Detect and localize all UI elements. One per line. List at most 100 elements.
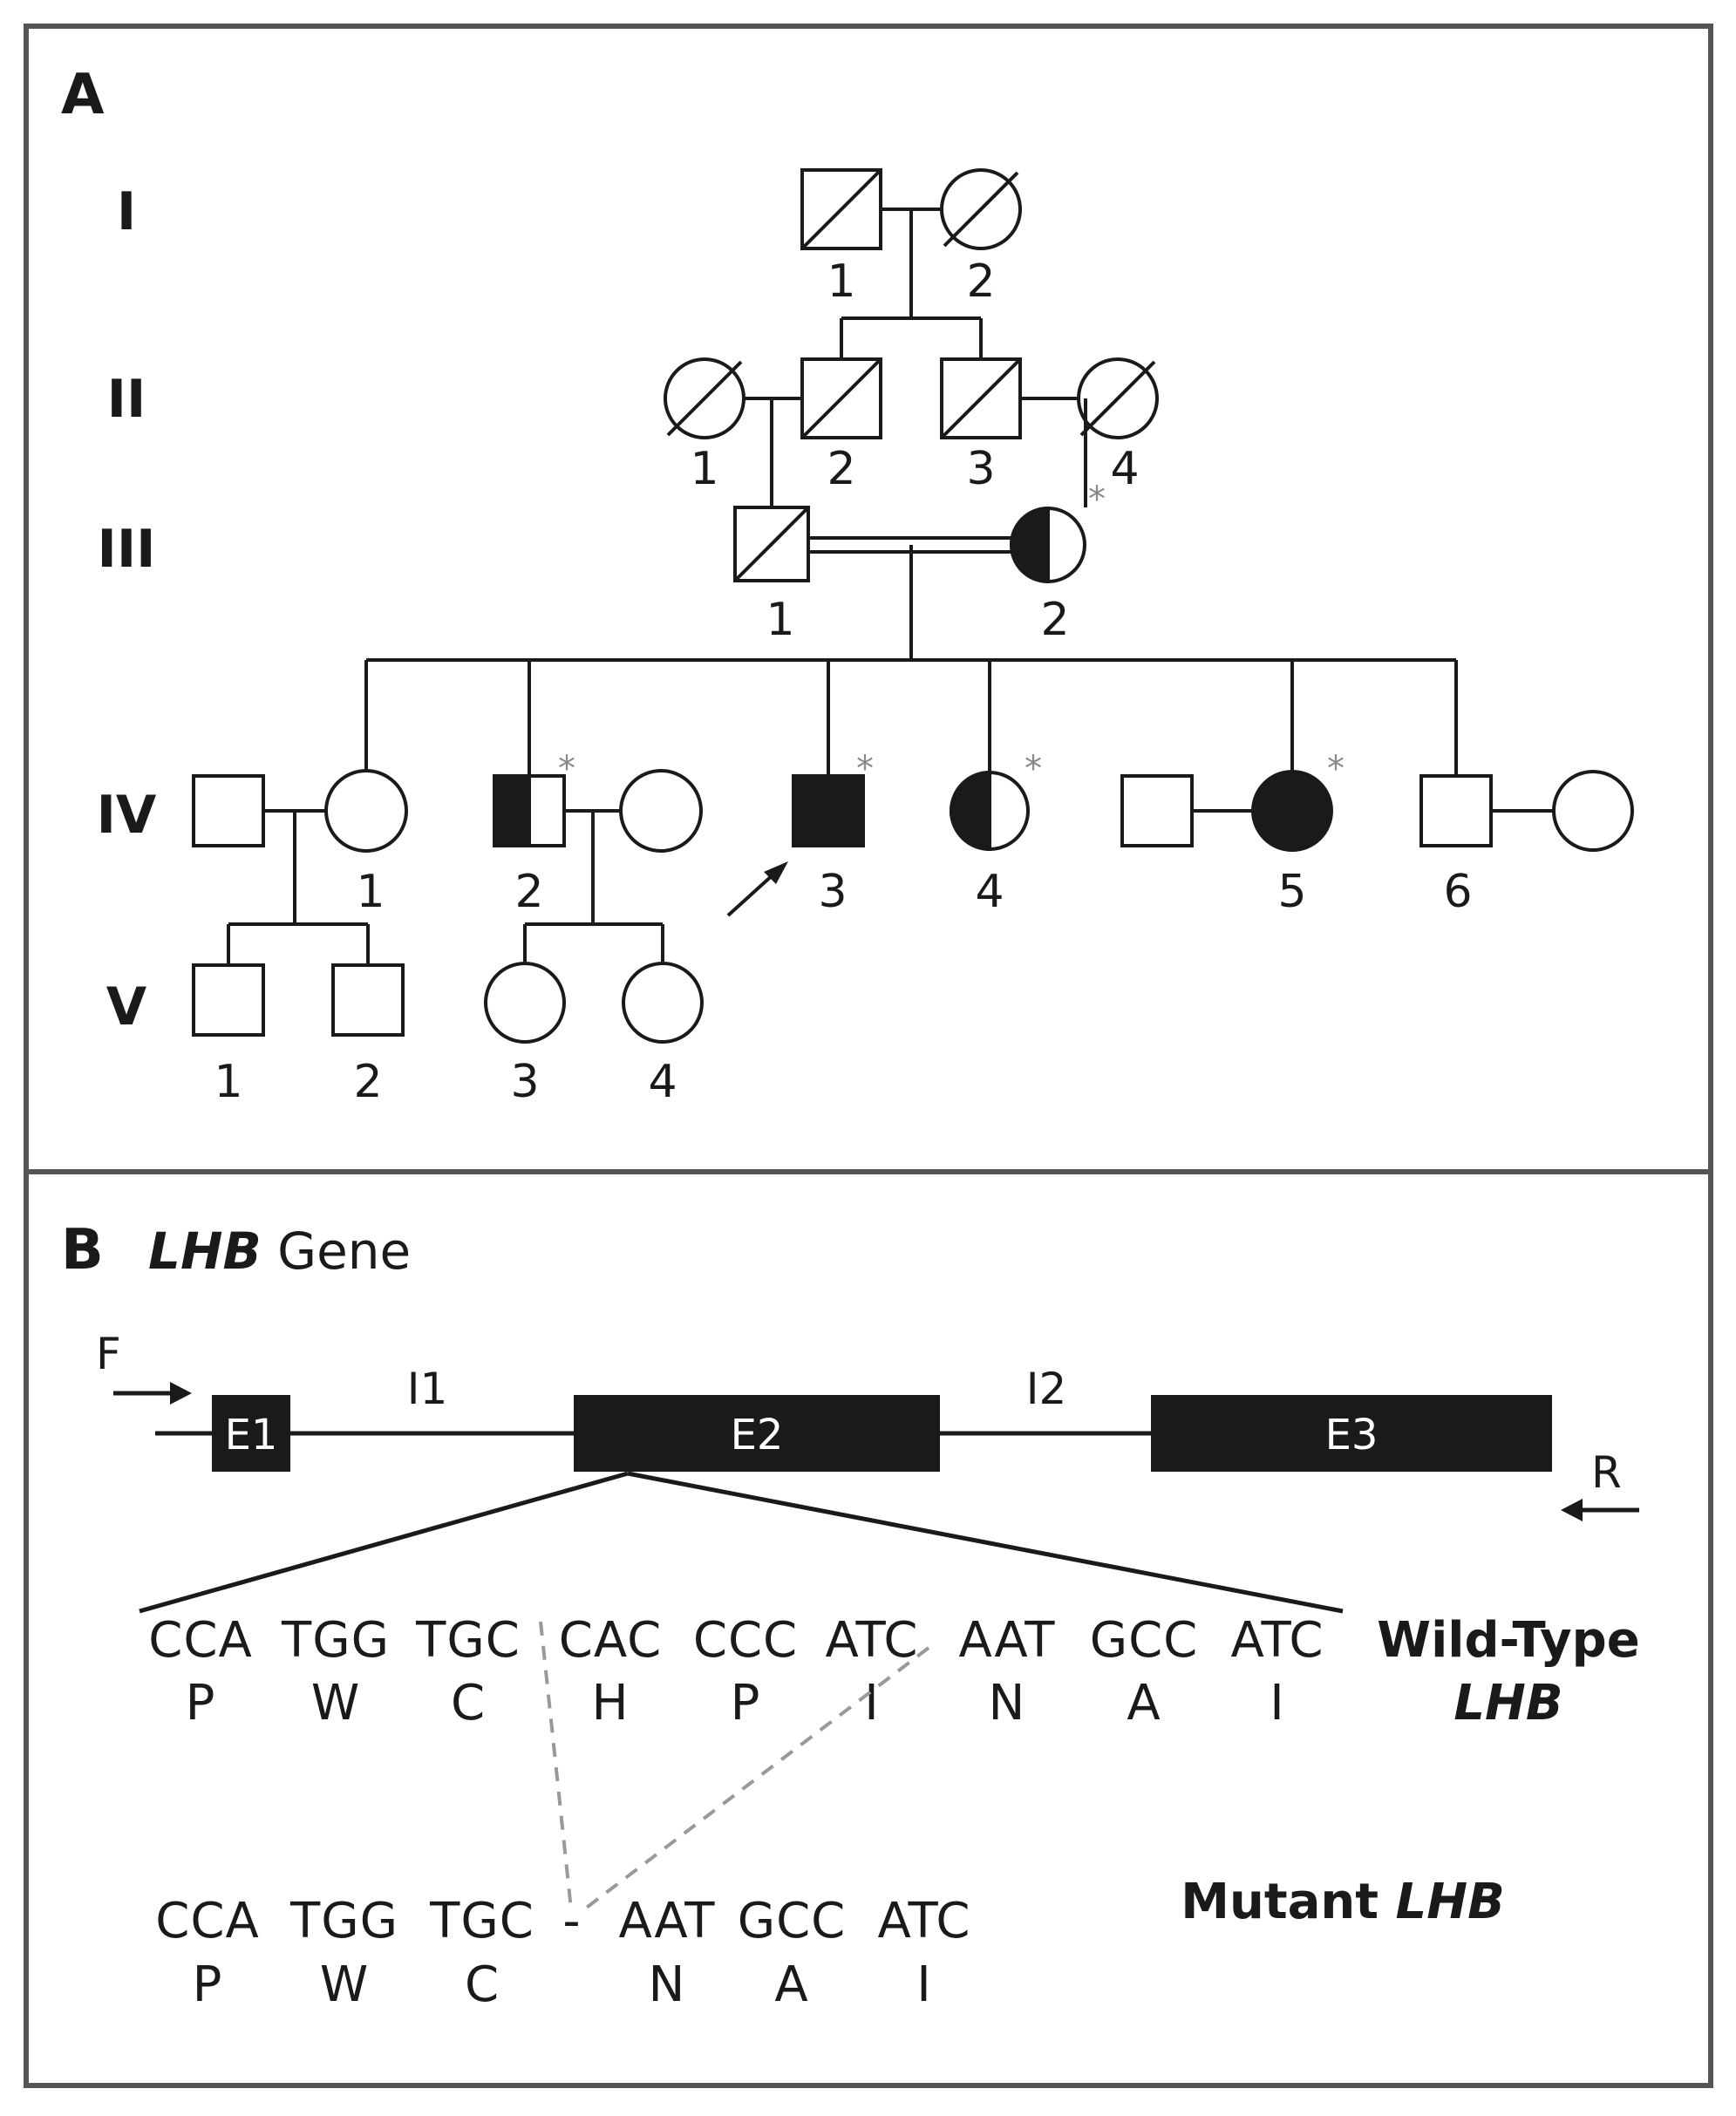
wt-aa-7: N [989, 1675, 1026, 1732]
wt-codon-5: CCC [693, 1612, 798, 1669]
individual-iv-5-affected-female [1251, 770, 1333, 852]
mut-aa-4: N [649, 1956, 686, 2013]
mut-codon-1: CCA [155, 1893, 260, 1949]
wt-codon-3: TGC [415, 1612, 521, 1669]
number-iv-5: 5 [1277, 866, 1306, 918]
asterisk-iii-2: * [1088, 480, 1106, 520]
mut-aa-6: I [916, 1956, 932, 2013]
individual-iii-2-carrier-female-fill [1010, 506, 1050, 584]
exon-3 [1151, 1395, 1552, 1472]
primer-reverse-label: R [1591, 1447, 1622, 1498]
spouse-of-iv-6-female [1552, 770, 1634, 852]
number-i-1: 1 [827, 255, 855, 308]
wt-aa-8: A [1127, 1675, 1161, 1732]
wt-aa-1: P [186, 1675, 216, 1732]
wt-aa-3: C [451, 1675, 486, 1732]
zoom-line-left [139, 1471, 629, 1614]
generation-label-i: I [117, 181, 136, 242]
pedigree [192, 168, 1634, 1044]
intron-1-label: I1 [407, 1364, 448, 1414]
zoom-line-right [627, 1471, 1344, 1614]
individual-iv-3-affected-male-proband [792, 774, 865, 847]
wild-type-amino-acids: P W C H P I N A I [186, 1675, 1285, 1732]
generation-label-iv: IV [97, 785, 157, 846]
individual-iv-4-carrier-female-fill [950, 770, 991, 852]
number-i-2: 2 [966, 255, 995, 308]
individual-iv-2-carrier-male-fill [493, 774, 531, 847]
wt-codon-9: ATC [1231, 1612, 1324, 1669]
mut-deletion-dash: - [562, 1893, 581, 1949]
wt-aa-5: P [731, 1675, 761, 1732]
primer-forward-arrow [113, 1382, 192, 1405]
wt-aa-6: I [864, 1675, 880, 1732]
asterisk-iv-2: * [558, 749, 575, 789]
mutant-codons: CCA TGG TGC - AAT GCC ATC [155, 1893, 970, 1949]
gene-name: LHB [148, 1221, 262, 1281]
number-iii-2: 2 [1040, 594, 1069, 646]
number-v-3: 3 [510, 1056, 539, 1108]
number-ii-2: 2 [827, 443, 855, 495]
number-iii-1: 1 [766, 594, 794, 646]
spouse-of-iv-5-male [1120, 774, 1194, 847]
wild-type-codons: CCA TGG TGC CAC CCC ATC AAT GCC ATC [148, 1612, 1324, 1669]
asterisk-iv-4: * [1025, 749, 1042, 789]
mut-codon-6: ATC [878, 1893, 971, 1949]
exon-1 [212, 1395, 290, 1472]
mut-aa-2: W [320, 1956, 369, 2013]
asterisk-iv-5: * [1327, 749, 1345, 789]
number-iv-4: 4 [975, 866, 1004, 918]
individual-v-2-male [331, 963, 405, 1037]
mut-codon-5: GCC [738, 1893, 847, 1949]
mutant-amino-acids: P W C N A I [193, 1956, 932, 2013]
wt-codon-8: GCC [1090, 1612, 1199, 1669]
mut-codon-2: TGG [289, 1893, 398, 1949]
panel-b-title: LHB Gene [148, 1221, 411, 1281]
number-ii-1: 1 [690, 443, 718, 495]
mutant-label-word: Mutant [1181, 1874, 1395, 1930]
spouse-of-iv-2-female [619, 769, 703, 853]
wt-codon-1: CCA [148, 1612, 253, 1669]
number-iv-1: 1 [356, 866, 385, 918]
mut-aa-5: A [774, 1956, 808, 2013]
wt-aa-9: I [1270, 1675, 1285, 1732]
wild-type-label-line2: LHB [1453, 1675, 1562, 1732]
number-iv-3: 3 [818, 866, 847, 918]
individual-v-3-female [484, 962, 566, 1044]
wt-codon-2: TGG [281, 1612, 390, 1669]
number-v-4: 4 [648, 1056, 677, 1108]
number-v-2: 2 [353, 1056, 382, 1108]
proband-arrow [726, 872, 776, 917]
individual-iv-1-female [324, 769, 408, 853]
generation-label-ii: II [107, 369, 146, 430]
primer-forward-label: F [96, 1329, 121, 1379]
number-ii-4: 4 [1110, 443, 1139, 495]
wt-codon-6: ATC [826, 1612, 919, 1669]
exon-2-label: E2 [731, 1411, 784, 1459]
mutant-label-gene: LHB [1396, 1874, 1505, 1930]
mut-aa-1: P [193, 1956, 223, 2013]
wild-type-label-line1: Wild-Type [1377, 1612, 1639, 1669]
asterisk-iv-3: * [856, 749, 874, 789]
number-iv-2: 2 [514, 866, 543, 918]
mut-aa-3: C [465, 1956, 500, 2013]
wt-aa-2: W [311, 1675, 360, 1732]
mutant-label: Mutant LHB [1181, 1874, 1505, 1930]
primer-reverse-arrow [1561, 1499, 1639, 1521]
panel-a-label: A [61, 63, 105, 127]
gene-word: Gene [262, 1221, 412, 1281]
spouse-of-iv-1-male [192, 774, 265, 847]
number-iv-6: 6 [1443, 866, 1472, 918]
individual-v-4-female [622, 962, 704, 1044]
panel-b-label: B [61, 1218, 104, 1283]
wt-codon-4: CAC [559, 1612, 663, 1669]
generation-label-v: V [106, 976, 147, 1038]
mut-codon-4: AAT [618, 1893, 715, 1949]
number-v-1: 1 [214, 1056, 242, 1108]
generation-label-iii: III [98, 519, 156, 580]
individual-iv-6-male [1419, 774, 1493, 847]
exon-2 [574, 1395, 940, 1472]
wt-aa-4: H [591, 1675, 629, 1732]
mut-codon-3: TGC [429, 1893, 534, 1949]
wt-codon-7: AAT [958, 1612, 1055, 1669]
exon-3-label: E3 [1325, 1411, 1379, 1459]
